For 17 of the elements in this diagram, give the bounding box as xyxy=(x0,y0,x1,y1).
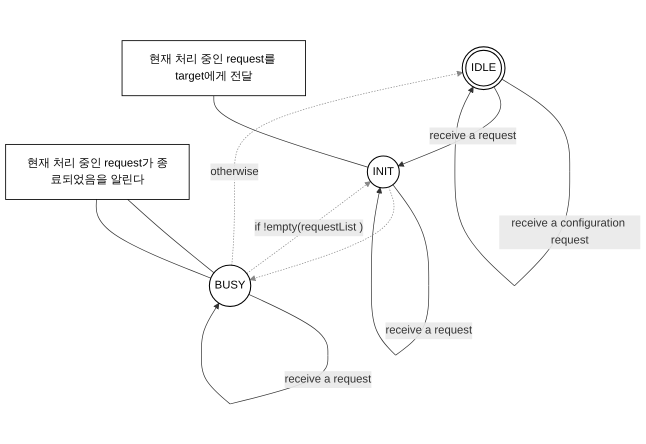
connector xyxy=(96,198,212,278)
connector xyxy=(213,95,368,168)
arrow xyxy=(250,186,394,281)
connector xyxy=(127,198,214,273)
edge-label: receive a configuration request xyxy=(511,217,626,246)
edge-label: if !empty(requestList ) xyxy=(254,221,364,234)
arrow xyxy=(246,180,371,274)
node-circle: INIT xyxy=(366,155,400,188)
edge-label: receive a request xyxy=(385,324,472,336)
node-box: 현재 처리 중인 request가 종료되었음을 알린다 xyxy=(5,144,190,200)
edge-label: otherwise xyxy=(210,165,259,178)
edge-label: receive a request xyxy=(430,129,516,142)
node-box: 현재 처리 중인 request를 target에게 전달 xyxy=(122,40,306,96)
node-circle: BUSY xyxy=(208,264,252,307)
node-circle: IDLE xyxy=(462,46,506,90)
edge-label: receive a request xyxy=(284,372,372,385)
arrow xyxy=(231,70,463,266)
